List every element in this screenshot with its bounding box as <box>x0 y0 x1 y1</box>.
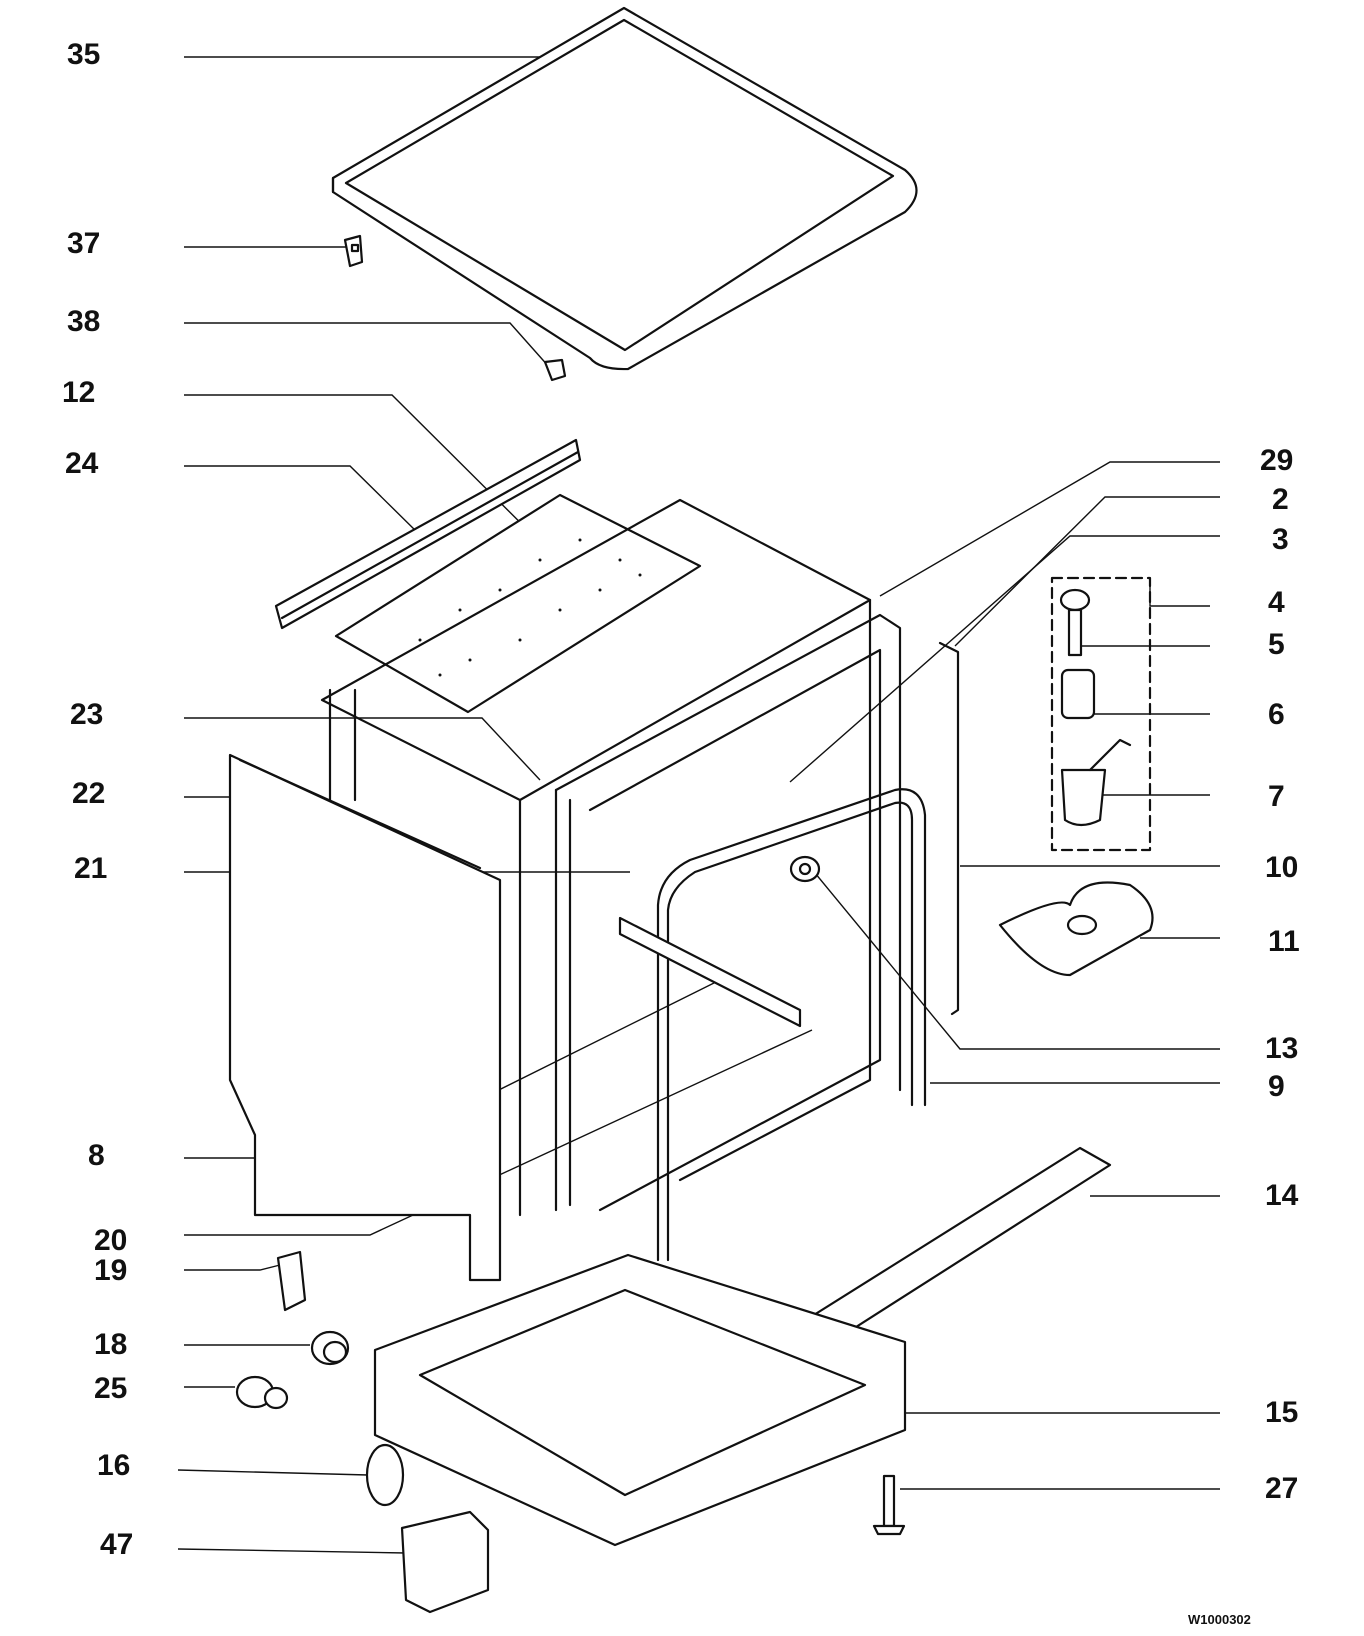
callout-38: 38 <box>67 305 101 338</box>
worktop-panel <box>331 6 918 371</box>
inner-rail-8 <box>618 916 802 1028</box>
callout-6: 6 <box>1268 698 1285 731</box>
side-panel-22 <box>228 753 502 1282</box>
leader-lines-right <box>789 461 1220 1490</box>
callout-7: 7 <box>1268 780 1285 813</box>
door-seal-9 <box>656 788 927 1262</box>
callout-9: 9 <box>1268 1070 1285 1103</box>
clip-38 <box>543 358 567 382</box>
callout-2: 2 <box>1272 483 1289 516</box>
insulation-speckles-12 <box>418 538 642 677</box>
insulation-top-12 <box>334 493 702 714</box>
clip-37 <box>343 234 364 268</box>
callout-47: 47 <box>100 1528 134 1561</box>
callout-15: 15 <box>1265 1396 1299 1429</box>
filter-plate-11 <box>998 881 1154 977</box>
callout-29: 29 <box>1260 444 1294 477</box>
callout-24: 24 <box>65 447 99 480</box>
grommet-13 <box>789 855 821 883</box>
drawing-code: W1000302 <box>1188 1612 1251 1627</box>
callout-3: 3 <box>1272 523 1289 556</box>
callout-16: 16 <box>97 1449 131 1482</box>
callout-5: 5 <box>1268 628 1285 661</box>
callout-20: 20 <box>94 1224 128 1257</box>
callout-10: 10 <box>1265 851 1299 884</box>
callout-25: 25 <box>94 1372 128 1405</box>
screw-27 <box>872 1474 906 1536</box>
callout-23: 23 <box>70 698 104 731</box>
callout-12: 12 <box>62 376 96 409</box>
part-5 <box>1059 588 1091 657</box>
callout-19: 19 <box>94 1254 128 1287</box>
base-rail-14 <box>788 1146 1112 1352</box>
cabinet-body <box>320 498 872 1217</box>
side-strip-10 <box>938 641 960 1016</box>
part-6 <box>1060 668 1096 720</box>
callout-11: 11 <box>1268 925 1300 958</box>
top-rail-24 <box>274 438 582 630</box>
callout-21: 21 <box>74 852 108 885</box>
callout-8: 8 <box>88 1139 105 1172</box>
callout-37: 37 <box>67 227 101 260</box>
base-tray-15 <box>373 1253 907 1547</box>
callout-27: 27 <box>1265 1472 1299 1505</box>
kit-box-4 <box>1050 576 1152 852</box>
callout-18: 18 <box>94 1328 128 1361</box>
front-frame <box>554 613 902 1212</box>
callout-35: 35 <box>67 38 101 71</box>
knob-25 <box>235 1375 289 1410</box>
callout-22: 22 <box>72 777 106 810</box>
knob-18 <box>310 1330 350 1366</box>
bracket-19 <box>276 1250 307 1312</box>
disc-16 <box>365 1443 405 1507</box>
part-7 <box>1060 738 1132 827</box>
box-47 <box>400 1510 490 1614</box>
callout-4: 4 <box>1268 586 1285 619</box>
callout-13: 13 <box>1265 1032 1299 1065</box>
callout-14: 14 <box>1265 1179 1299 1212</box>
